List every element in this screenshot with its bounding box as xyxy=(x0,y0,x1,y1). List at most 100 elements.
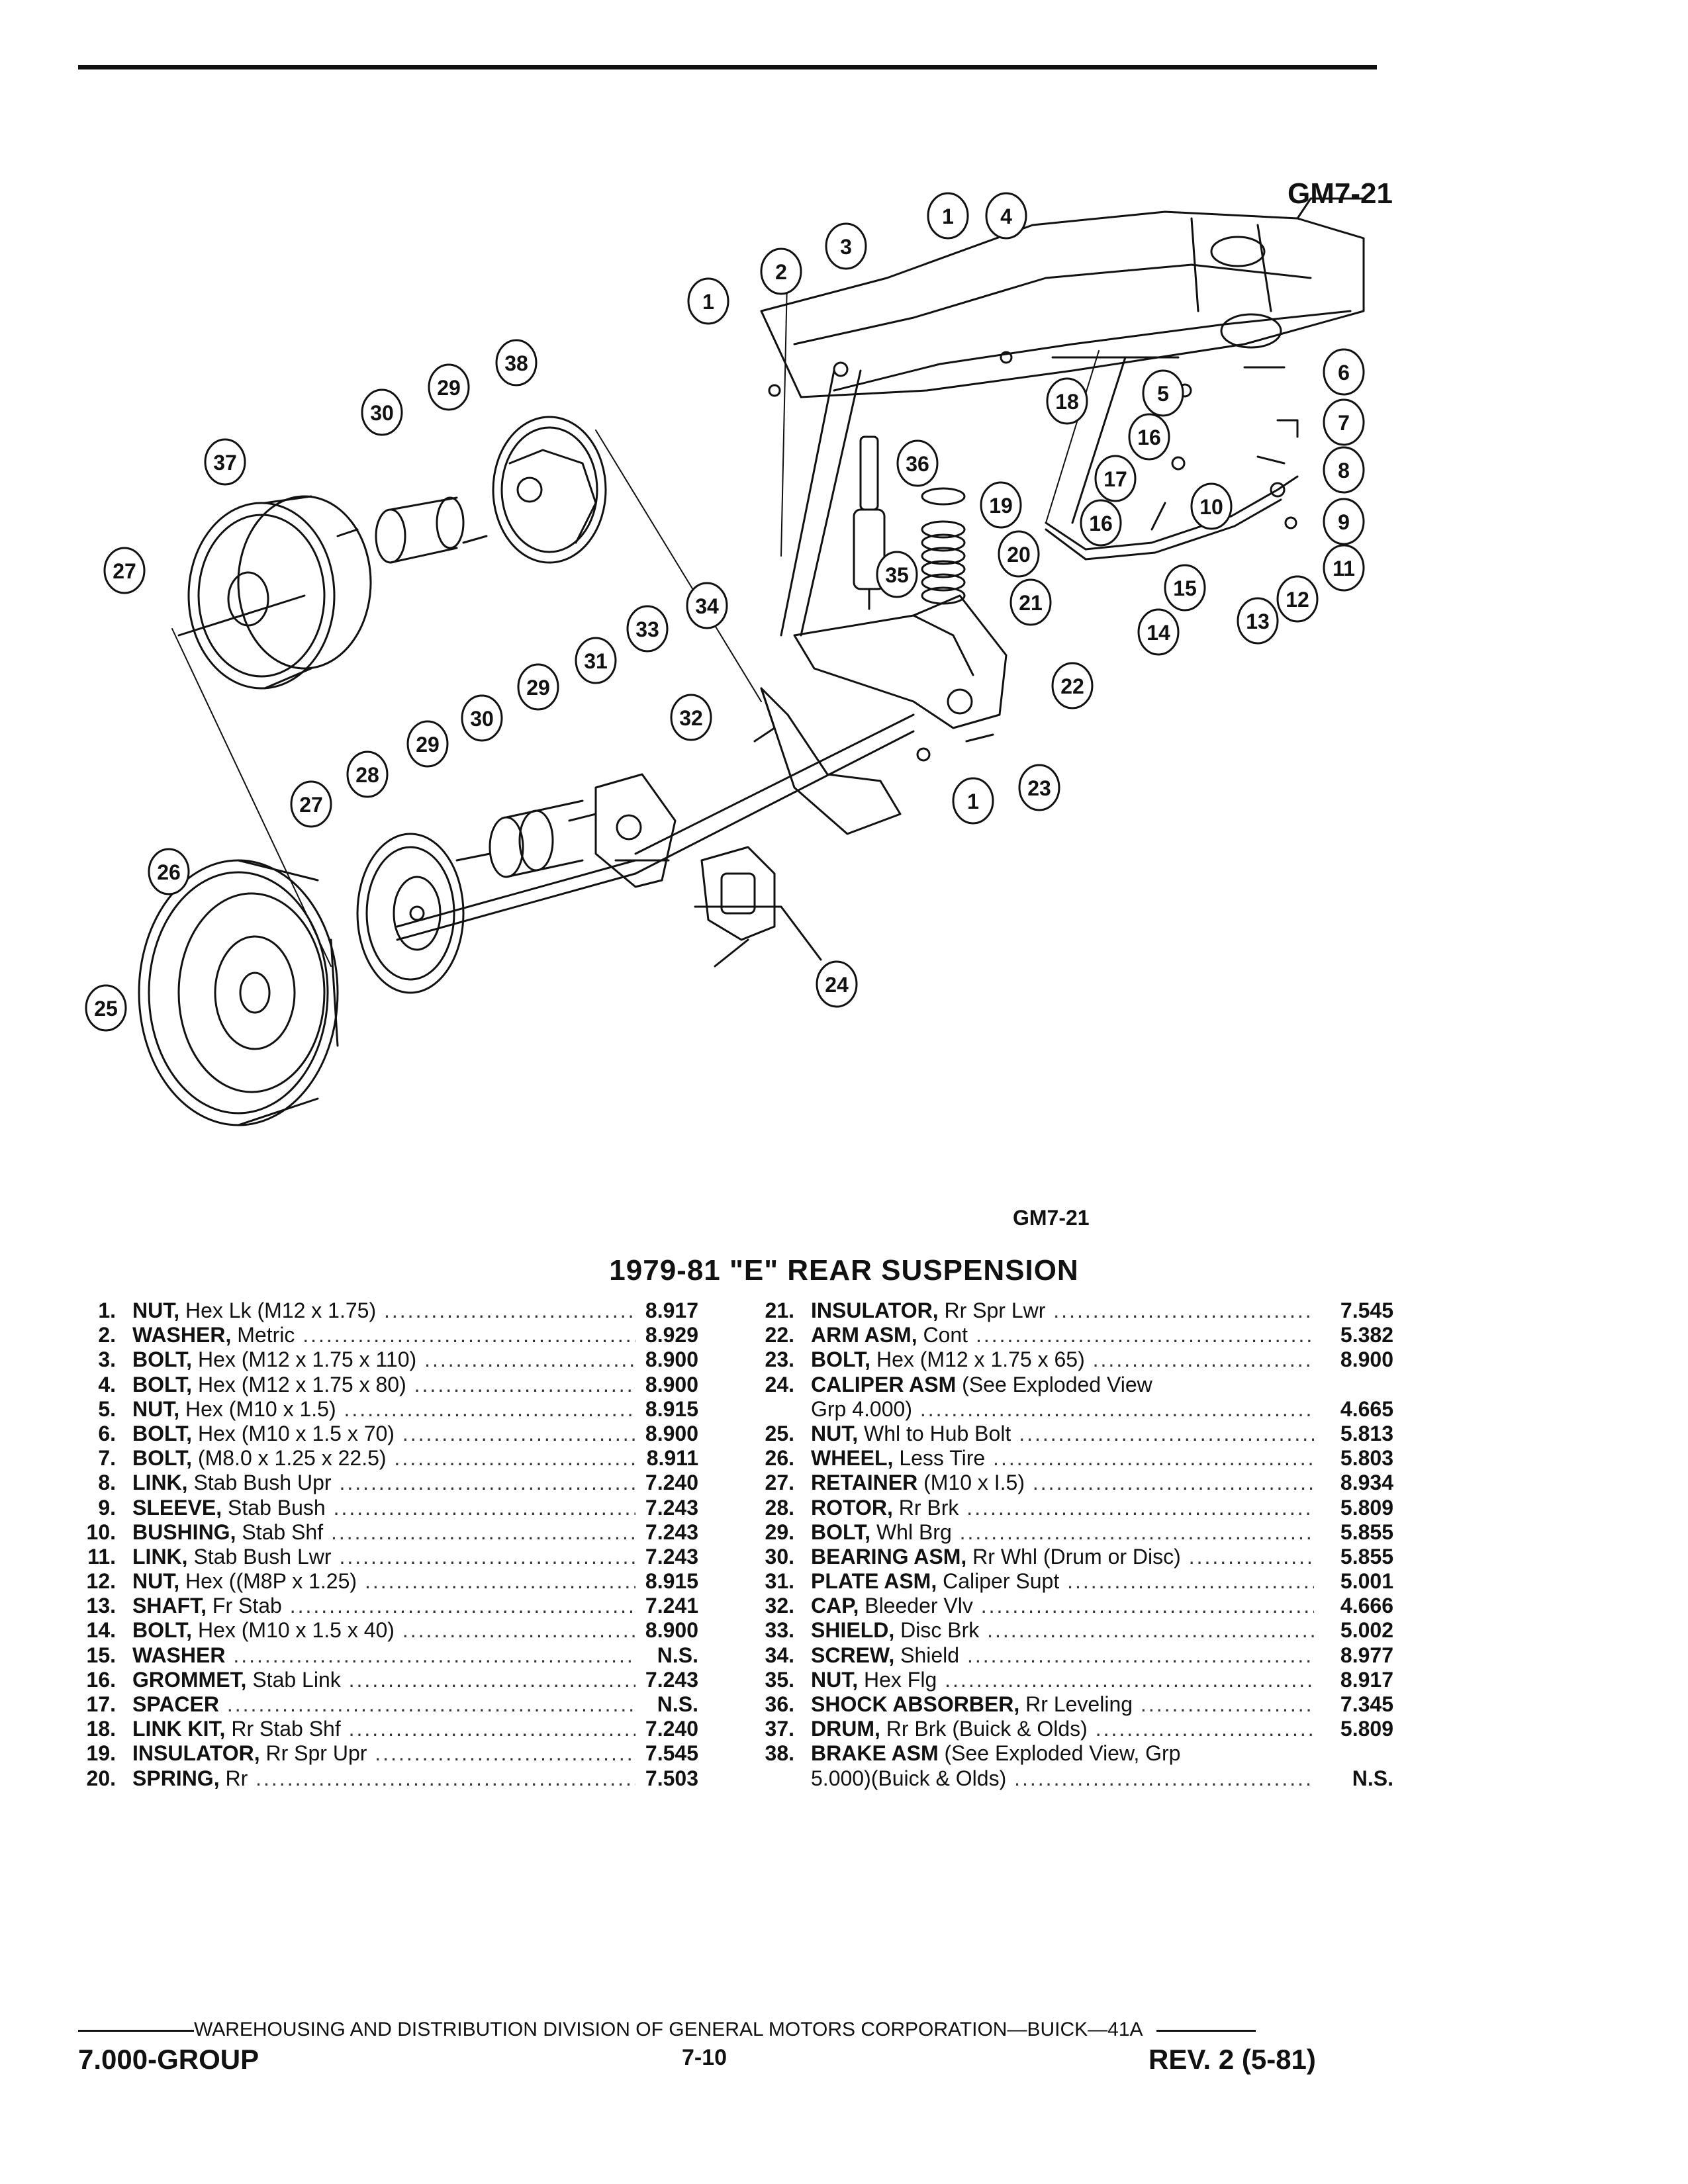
footer-division: WAREHOUSING AND DISTRIBUTION DIVISION OF… xyxy=(78,2019,1336,2041)
leader-dots: ........................................… xyxy=(975,1323,1314,1347)
hardware-bits xyxy=(768,351,1299,762)
svg-text:31: 31 xyxy=(584,649,608,673)
part-description: BOLT, (M8.0 x 1.25 x 22.5) .............… xyxy=(132,1446,635,1471)
callout-16: 16 xyxy=(1080,499,1122,547)
part-name: RETAINER xyxy=(811,1471,918,1495)
part-group-number: 8.900 xyxy=(645,1618,698,1643)
part-detail: Hex (M12 x 1.75 x 65) xyxy=(870,1347,1085,1372)
part-description: LINK KIT, Rr Stab Shf ..................… xyxy=(132,1717,635,1741)
part-row: 5.000)(Buick & Olds) ...................… xyxy=(748,1766,1410,1791)
part-description: INSULATOR, Rr Spr Upr ..................… xyxy=(132,1741,635,1766)
part-number: 7. xyxy=(98,1446,116,1471)
leader-dots: ........................................… xyxy=(226,1692,635,1716)
part-detail: Less Tire xyxy=(893,1446,986,1471)
part-group-number: 7.545 xyxy=(1340,1298,1393,1322)
part-group-number: 7.243 xyxy=(645,1520,698,1544)
svg-text:21: 21 xyxy=(1019,591,1043,615)
part-group-number: 7.243 xyxy=(645,1544,698,1569)
part-description: NUT, Whl to Hub Bolt ...................… xyxy=(811,1422,1314,1446)
leader-dots: ........................................… xyxy=(1092,1347,1314,1372)
control-arm xyxy=(780,369,1008,729)
leader-dots: ........................................… xyxy=(330,1520,635,1544)
svg-text:13: 13 xyxy=(1246,610,1270,633)
svg-text:29: 29 xyxy=(526,676,550,700)
svg-text:12: 12 xyxy=(1286,588,1309,612)
caliper-support-plate xyxy=(594,773,677,888)
callout-20: 20 xyxy=(998,530,1040,578)
callout-4: 4 xyxy=(985,192,1027,240)
part-detail: Hex Lk (M12 x 1.75) xyxy=(179,1298,377,1322)
leader-dots: ........................................… xyxy=(980,1594,1314,1618)
part-description: BOLT, Hex (M12 x 1.75 x 80) ............… xyxy=(132,1373,635,1397)
part-detail: Fr Stab xyxy=(207,1594,282,1618)
leader-dots: ........................................… xyxy=(1140,1692,1314,1716)
callout-1: 1 xyxy=(952,777,994,825)
leader-dots: ........................................… xyxy=(348,1667,635,1692)
part-number: 14. xyxy=(86,1618,116,1643)
part-detail: Grp 4.000) xyxy=(811,1396,912,1421)
part-number: 30. xyxy=(765,1544,794,1569)
callout-29: 29 xyxy=(428,363,470,411)
part-description: CALIPER ASM (See Exploded View xyxy=(811,1373,1314,1397)
part-row: 36.SHOCK ABSORBER, Rr Leveling .........… xyxy=(748,1692,1410,1717)
callout-25: 25 xyxy=(85,984,127,1032)
svg-text:27: 27 xyxy=(113,559,136,583)
part-name: LINK KIT, xyxy=(132,1717,226,1741)
part-number: 35. xyxy=(765,1667,794,1692)
part-number: 22. xyxy=(765,1323,794,1347)
callout-17: 17 xyxy=(1094,455,1137,502)
part-group-number: 4.666 xyxy=(1340,1594,1393,1618)
part-name: NUT, xyxy=(811,1667,859,1692)
part-detail: Stab Bush Lwr xyxy=(187,1544,332,1569)
part-row: 26.WHEEL, Less Tire ....................… xyxy=(748,1446,1410,1471)
part-name: NUT, xyxy=(132,1569,180,1594)
part-row: 20.SPRING, Rr ..........................… xyxy=(70,1766,731,1791)
part-row: 3.BOLT, Hex (M12 x 1.75 x 110) .........… xyxy=(70,1347,731,1372)
part-detail: Rr Brk xyxy=(892,1495,959,1520)
part-number: 37. xyxy=(765,1717,794,1741)
footer-rule-right xyxy=(1156,2029,1256,2032)
part-name: BEARING ASM, xyxy=(811,1544,967,1569)
leader-dots: ........................................… xyxy=(987,1618,1314,1643)
part-name: BOLT, xyxy=(811,1520,871,1544)
part-name: BOLT, xyxy=(132,1372,193,1396)
part-group-number: 7.545 xyxy=(645,1741,698,1766)
svg-text:5: 5 xyxy=(1157,382,1169,406)
part-description: SPACER .................................… xyxy=(132,1692,635,1717)
group-label: 7.000-GROUP xyxy=(78,2044,259,2075)
brake-drum xyxy=(177,495,372,690)
leader-dots: ........................................… xyxy=(1053,1298,1314,1322)
part-number: 34. xyxy=(765,1643,794,1667)
part-detail: Metric xyxy=(231,1323,295,1347)
svg-text:20: 20 xyxy=(1007,543,1031,567)
part-number: 5. xyxy=(98,1396,116,1421)
part-name: LINK, xyxy=(132,1471,188,1495)
svg-text:35: 35 xyxy=(885,563,909,587)
leader-dots: ........................................… xyxy=(993,1446,1314,1471)
part-number: 38. xyxy=(765,1741,794,1766)
svg-text:16: 16 xyxy=(1137,426,1161,449)
part-description: Grp 4.000) .............................… xyxy=(811,1397,1314,1422)
part-row: 35.NUT, Hex Flg ........................… xyxy=(748,1668,1410,1692)
part-name: ROTOR, xyxy=(811,1495,893,1520)
leader-dots: ........................................… xyxy=(384,1298,635,1322)
stabilizer-shaft xyxy=(1045,356,1299,561)
part-detail: Shield xyxy=(894,1643,960,1667)
callout-29: 29 xyxy=(406,720,449,768)
callout-27: 27 xyxy=(290,780,332,828)
part-group-number: 5.803 xyxy=(1340,1446,1393,1471)
svg-text:9: 9 xyxy=(1338,510,1350,534)
callout-11: 11 xyxy=(1323,544,1365,592)
part-group-number: N.S. xyxy=(1352,1766,1393,1790)
part-row: 16.GROMMET, Stab Link ..................… xyxy=(70,1668,731,1692)
callout-21: 21 xyxy=(1009,578,1052,626)
part-name: NUT, xyxy=(132,1298,180,1322)
part-name: NUT, xyxy=(132,1396,180,1421)
svg-text:1: 1 xyxy=(702,290,714,314)
part-group-number: 7.243 xyxy=(645,1667,698,1692)
part-description: NUT, Hex (M10 x 1.5) ...................… xyxy=(132,1397,635,1422)
bracket-lines xyxy=(171,251,1100,967)
part-number: 17. xyxy=(86,1692,116,1716)
part-number: 10. xyxy=(86,1520,116,1544)
part-detail: 5.000)(Buick & Olds) xyxy=(811,1766,1007,1790)
